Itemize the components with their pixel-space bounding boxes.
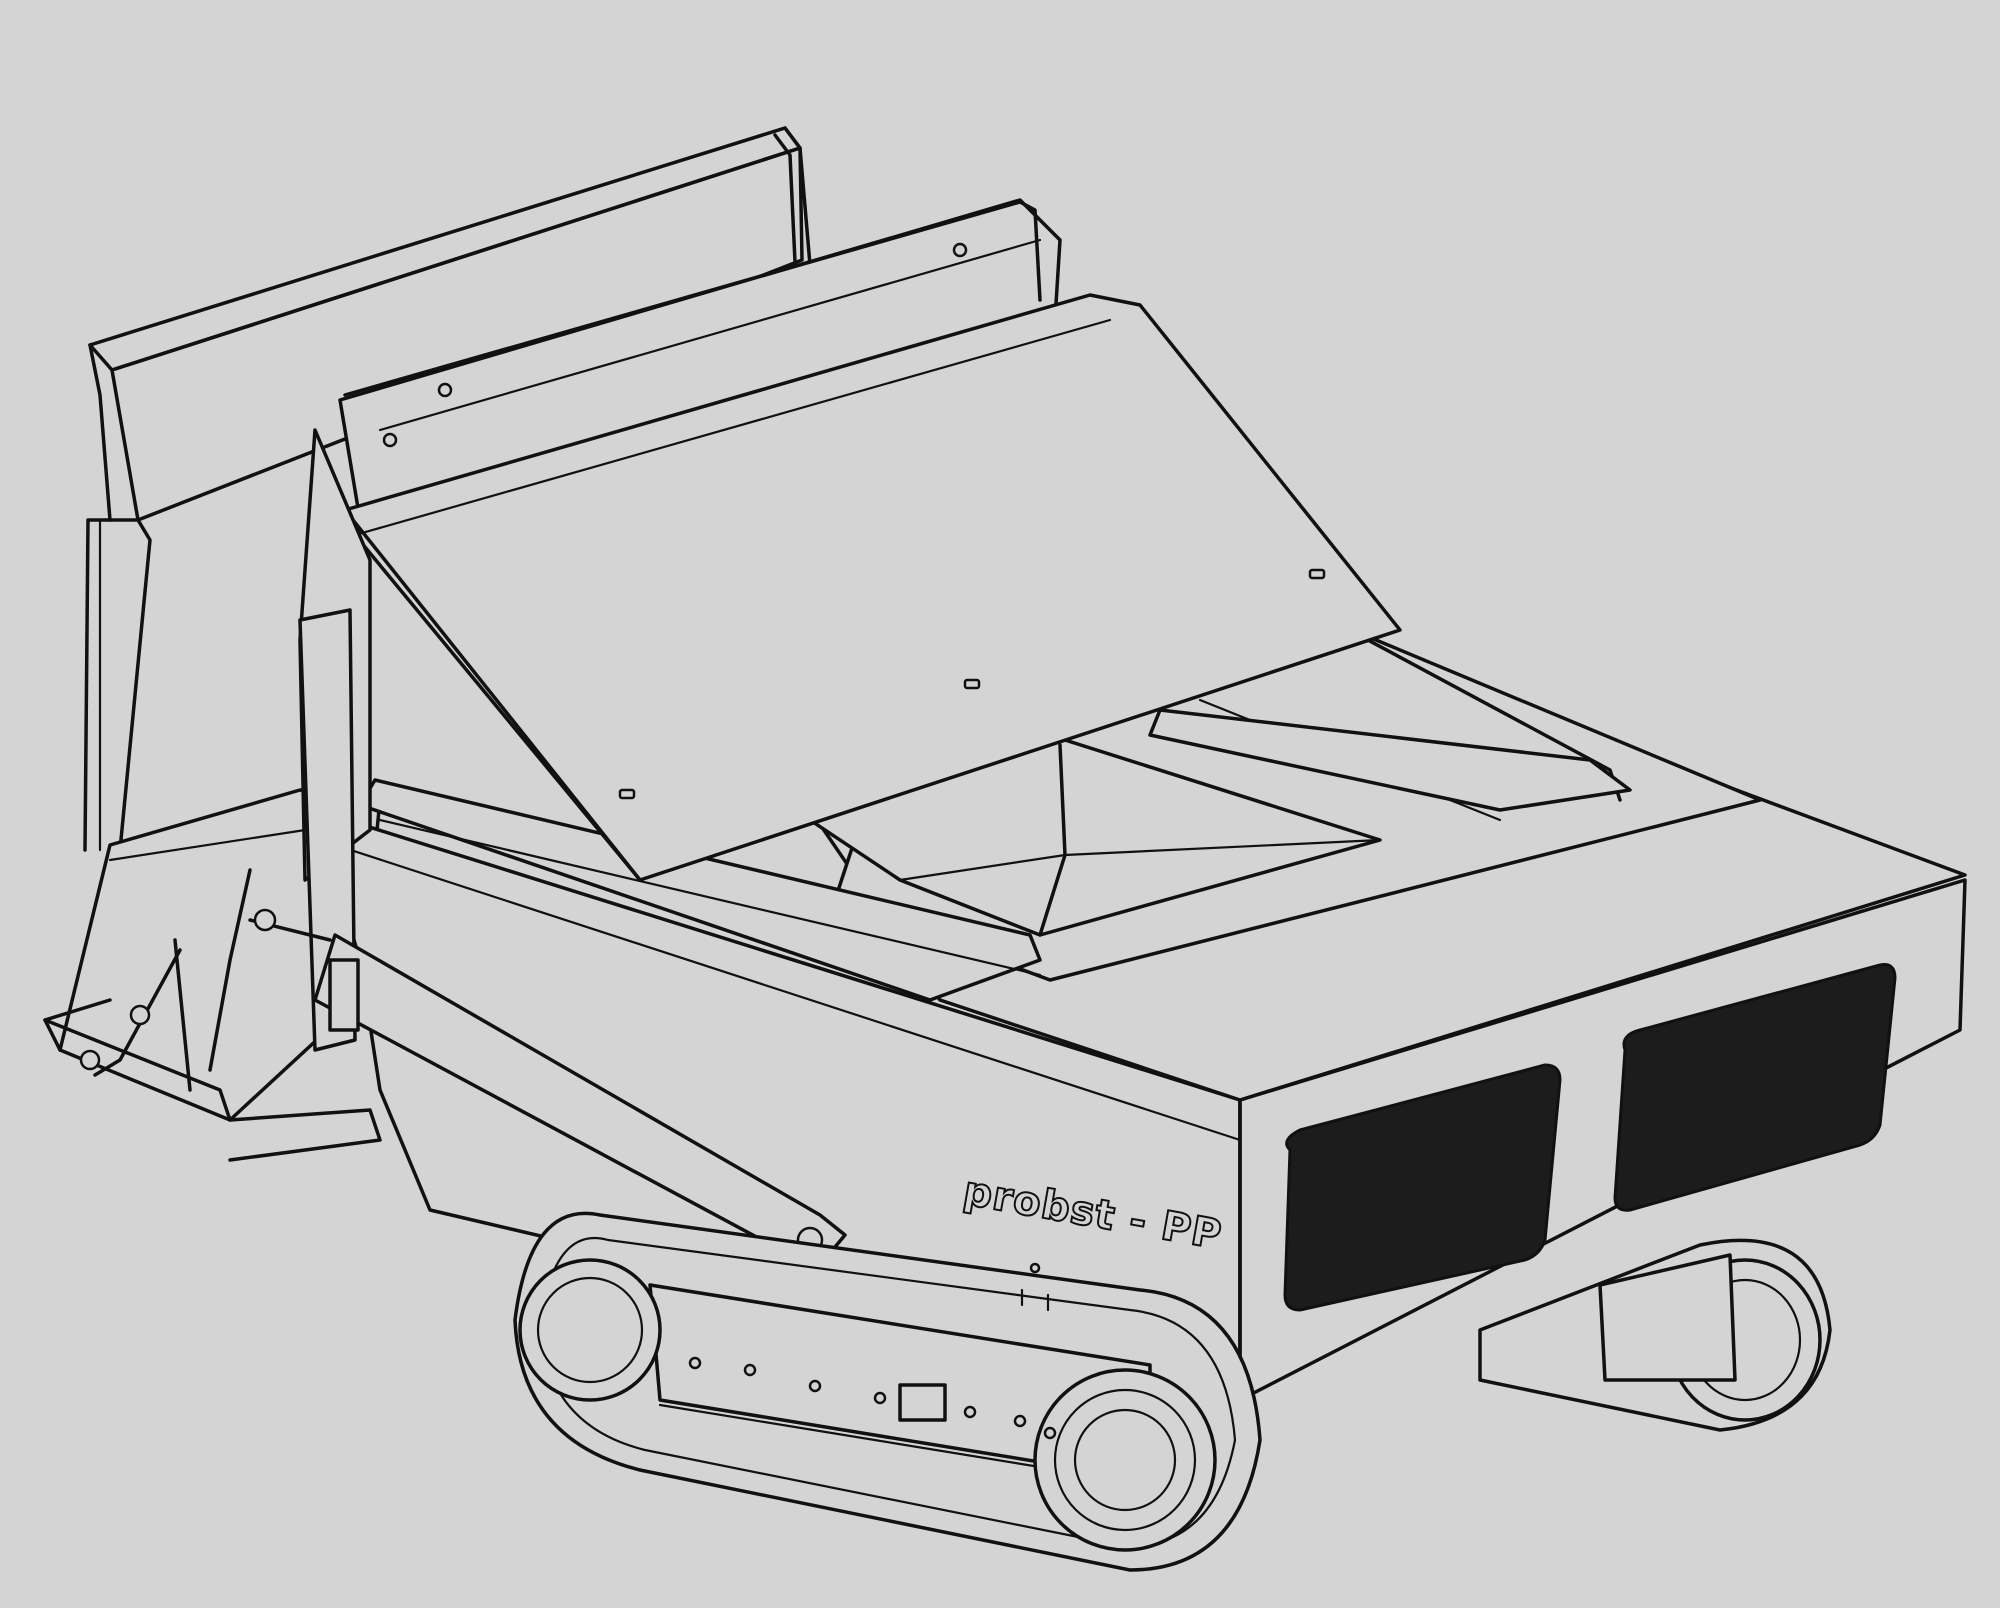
rear-crawler-track <box>1478 1238 1832 1432</box>
hydraulic-linkage <box>79 868 360 1092</box>
hopper-back-wall <box>338 198 1062 522</box>
side-rails <box>358 708 1632 1002</box>
rear-guard-frame <box>83 126 812 852</box>
side-windows <box>1283 963 1897 1312</box>
brand-details <box>1020 1262 1050 1312</box>
front-crawler-track <box>513 1211 1262 1572</box>
